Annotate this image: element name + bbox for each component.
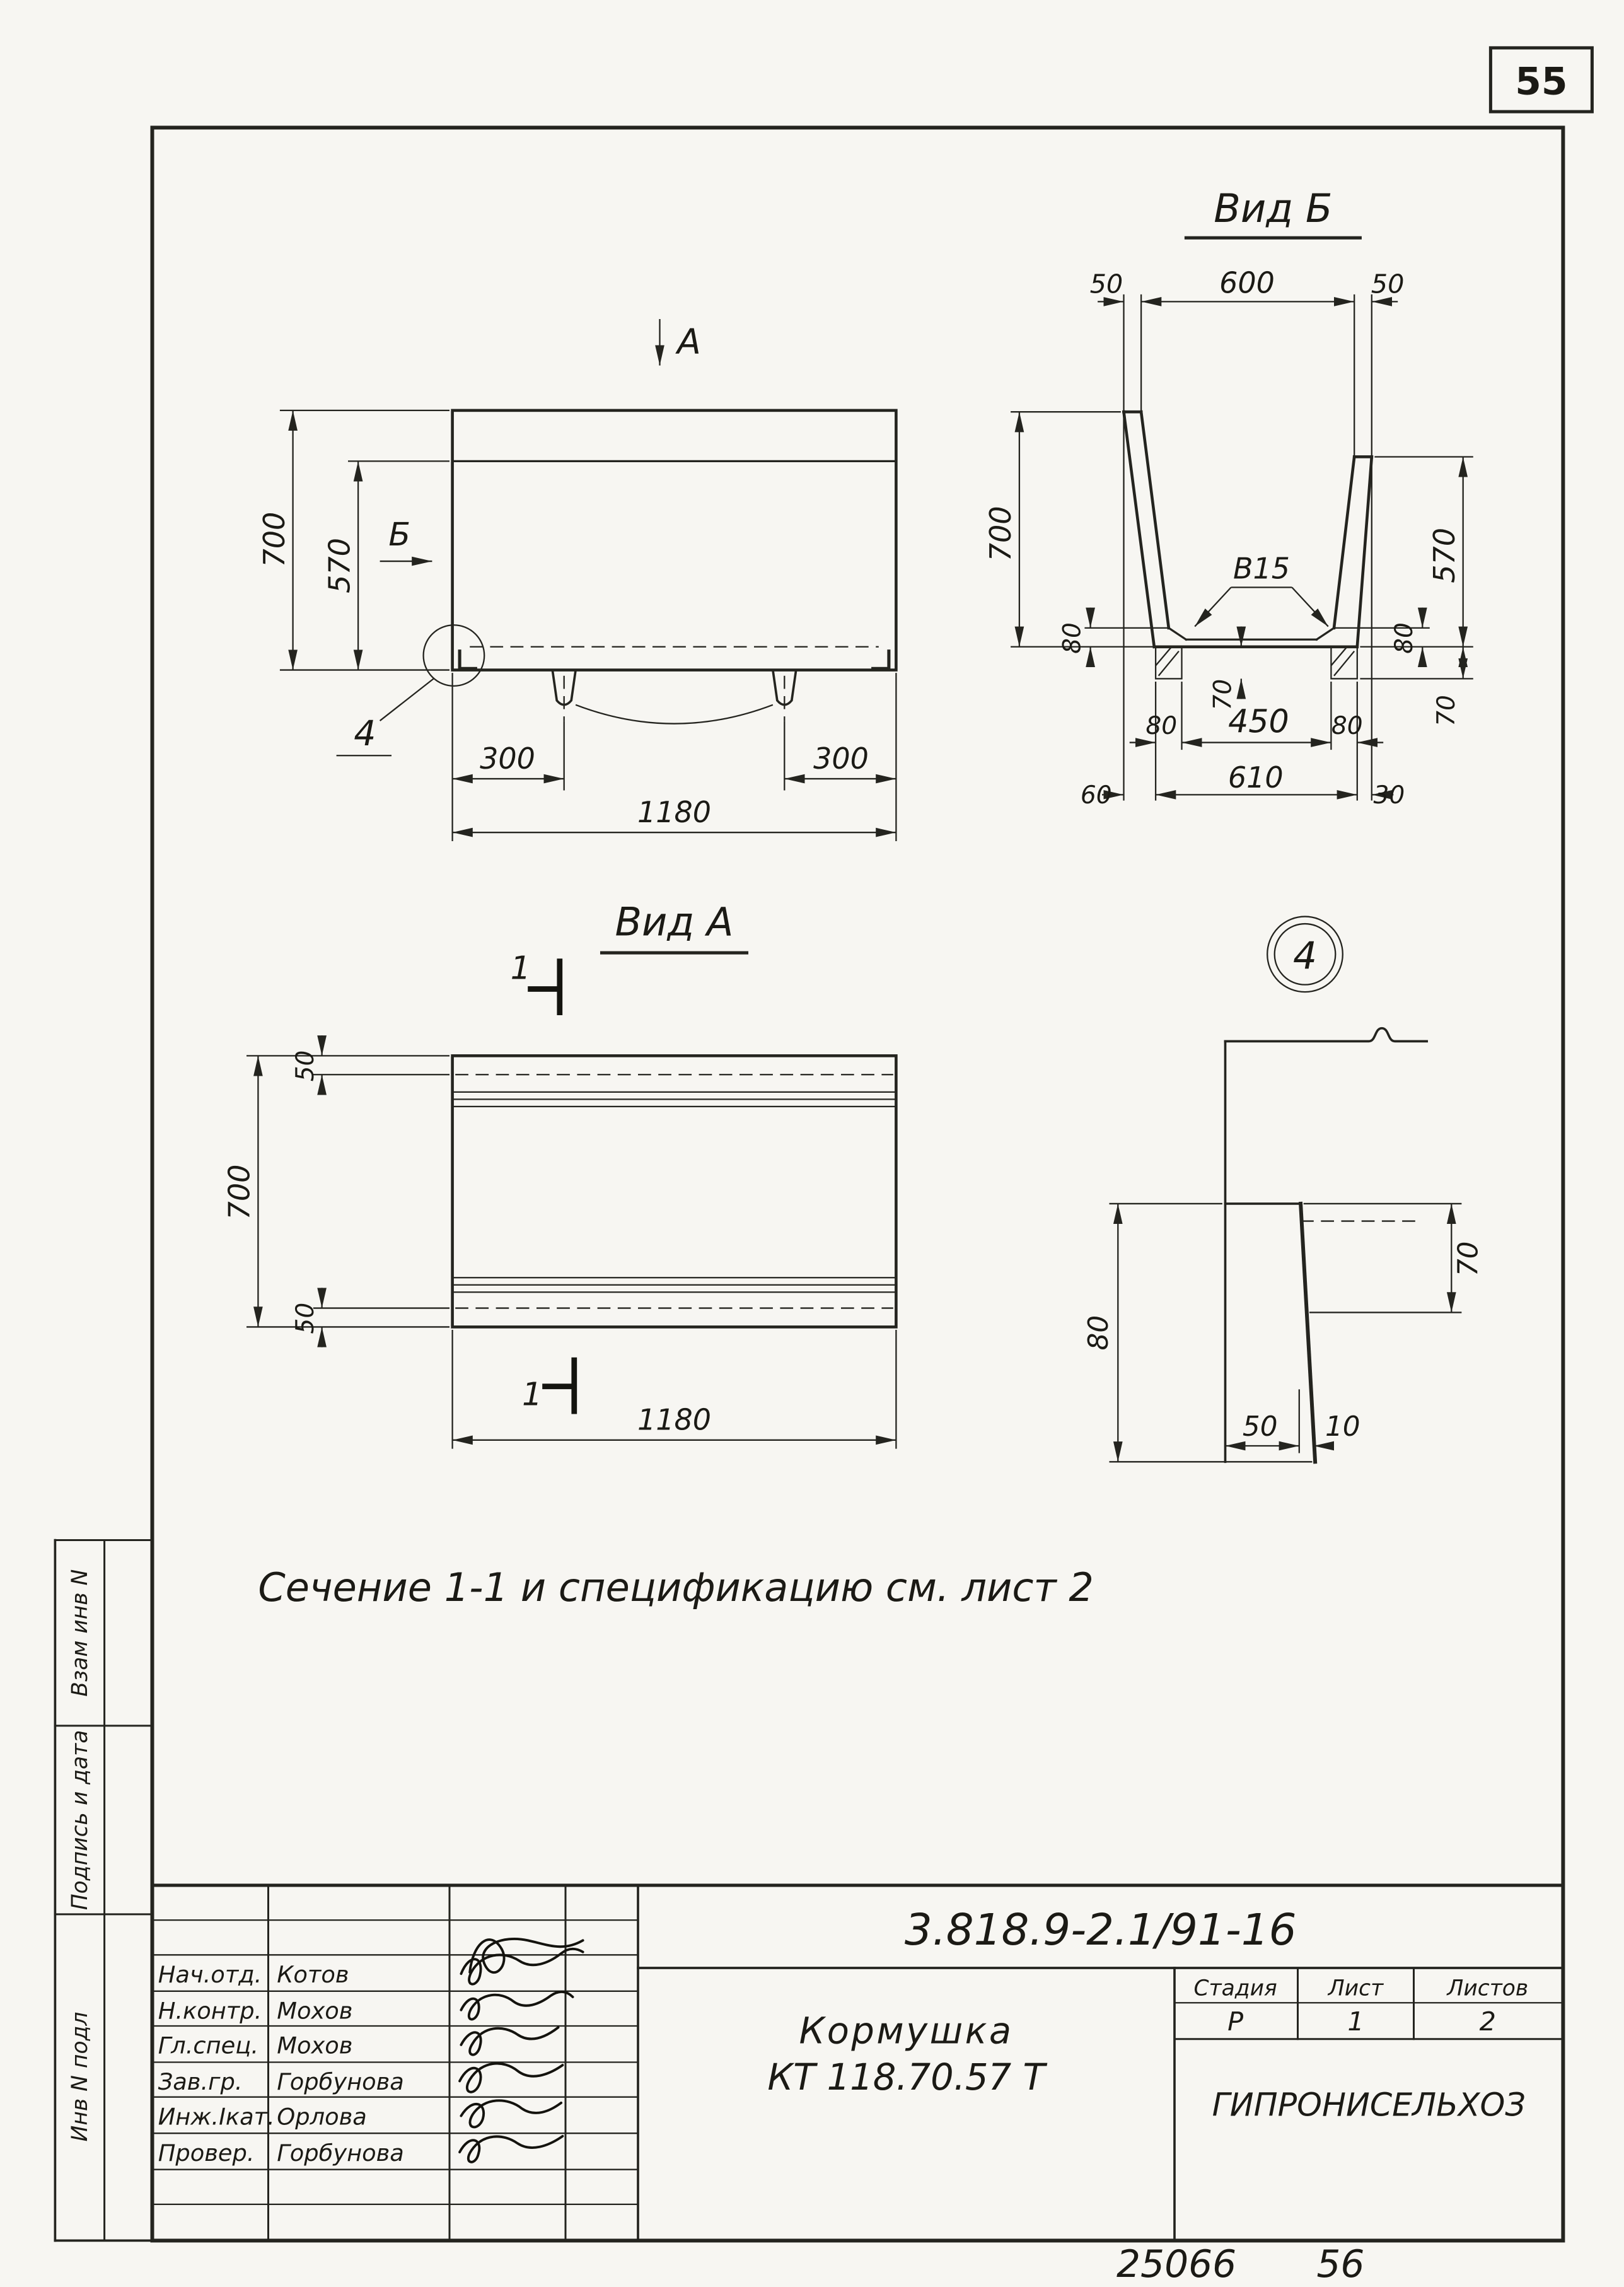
dim-450: 450 bbox=[1228, 702, 1289, 740]
signature-squiggle bbox=[458, 2134, 564, 2163]
document-number: 3.818.9-2.1/91-16 bbox=[905, 1905, 1297, 1955]
dim-700-a: 700 bbox=[223, 1165, 257, 1220]
name-5: Орлова bbox=[277, 2103, 367, 2130]
view-a-title: Вид А bbox=[615, 899, 733, 945]
detail-ref-label: 4 bbox=[354, 714, 376, 754]
role-2: Н.контр. bbox=[158, 1998, 262, 2025]
left-stamp-column: Взам инв N Подпись и дата Инв N подл bbox=[54, 1539, 154, 2242]
sag-line bbox=[575, 704, 774, 725]
name-2: Мохов bbox=[277, 1998, 352, 2025]
footer-code: 25066 bbox=[1116, 2243, 1236, 2286]
signature-squiggle bbox=[460, 2026, 560, 2056]
stage-value: Р bbox=[1227, 2006, 1243, 2037]
name-6: Горбунова bbox=[277, 2139, 404, 2167]
sheet-value: 1 bbox=[1347, 2006, 1364, 2037]
role-3: Гл.спец. bbox=[158, 2032, 258, 2059]
product-title-line1: Кормушка bbox=[799, 2010, 1013, 2052]
detail-4: 4 80 70 50 10 bbox=[1082, 916, 1485, 1464]
dim-1180: 1180 bbox=[637, 795, 711, 829]
sheet-header: Лист bbox=[1327, 1976, 1384, 2001]
detail-leader bbox=[379, 678, 434, 721]
detail-number: 4 bbox=[1293, 934, 1317, 978]
corner-foot-right bbox=[871, 649, 891, 670]
dim-70-center: 70 bbox=[1209, 679, 1238, 711]
product-title-line2: КТ 118.70.57 Т bbox=[767, 2056, 1047, 2098]
dim-50-top: 50 bbox=[291, 1050, 320, 1082]
dim-80-br: 80 bbox=[1331, 712, 1363, 740]
signature-squiggle bbox=[460, 1947, 584, 1986]
dim-50-right: 50 bbox=[1371, 269, 1405, 300]
detail-dim-50: 50 bbox=[1243, 1411, 1278, 1443]
sheet-frame: 55 25066 56 bbox=[150, 46, 1594, 2286]
dim-610: 610 bbox=[1228, 760, 1284, 794]
main-front-view: A Б 4 700 570 300 300 1180 bbox=[257, 318, 898, 841]
dim-570-b: 570 bbox=[1427, 528, 1461, 583]
corner-foot-left bbox=[458, 649, 477, 670]
signature-squiggle bbox=[458, 2062, 564, 2093]
signature-squiggle bbox=[460, 2099, 563, 2129]
detail-dim-80: 80 bbox=[1082, 1315, 1115, 1351]
name-3: Мохов bbox=[277, 2032, 352, 2059]
personnel-table: Нач.отд. Котов Н.контр. Мохов Гл.спец. М… bbox=[158, 1937, 584, 2167]
dim-1180-a: 1180 bbox=[637, 1403, 711, 1437]
signature-squiggle bbox=[460, 1991, 574, 2021]
dim-50-bottom: 50 bbox=[291, 1303, 320, 1334]
section-mark-bottom: 1 bbox=[522, 1376, 542, 1413]
section-leg-right bbox=[1330, 646, 1358, 680]
stage-header: Стадия bbox=[1193, 1976, 1277, 2001]
dim-30: 30 bbox=[1374, 781, 1405, 810]
role-5: Инж.Iкат. bbox=[158, 2103, 275, 2130]
stamp-vzam-inv: Взам инв N bbox=[67, 1569, 93, 1697]
role-1: Нач.отд. bbox=[158, 1961, 262, 1988]
organization-name: ГИПРОНИСЕЛЬХОЗ bbox=[1212, 2086, 1526, 2124]
role-6: Провер. bbox=[158, 2139, 255, 2167]
sheets-value: 2 bbox=[1480, 2006, 1496, 2037]
stamp-podpis-data: Подпись и дата bbox=[67, 1730, 93, 1911]
name-1: Котов bbox=[277, 1961, 349, 1988]
dim-600: 600 bbox=[1219, 266, 1275, 300]
dim-70-right: 70 bbox=[1432, 695, 1461, 726]
title-block: Нач.отд. Котов Н.контр. Мохов Гл.спец. М… bbox=[150, 1883, 1565, 2242]
detail-dim-10: 10 bbox=[1325, 1411, 1360, 1443]
dim-300-left: 300 bbox=[480, 742, 535, 776]
detail-top-edge bbox=[1224, 1027, 1429, 1043]
view-b-title: Вид Б bbox=[1214, 185, 1332, 231]
dim-50-left: 50 bbox=[1090, 269, 1123, 300]
view-b: Вид Б В15 50 600 50 bbox=[983, 185, 1473, 810]
view-a-direction-label: A bbox=[675, 322, 701, 363]
section-leg-left bbox=[1154, 646, 1183, 680]
name-4: Горбунова bbox=[277, 2068, 404, 2095]
detail-leg-edge bbox=[1298, 1201, 1318, 1464]
footer-page: 56 bbox=[1316, 2243, 1364, 2286]
dim-80-right: 80 bbox=[1390, 622, 1418, 654]
stamp-inv-podl: Инв N подл bbox=[67, 2012, 93, 2142]
dim-60: 60 bbox=[1081, 781, 1112, 810]
dim-300-right: 300 bbox=[813, 742, 869, 776]
note-text: Сечение 1-1 и спецификацию см. лист 2 bbox=[258, 1564, 1094, 1610]
dim-570: 570 bbox=[322, 538, 356, 593]
dim-80-left: 80 bbox=[1058, 622, 1086, 654]
detail-marker-circle bbox=[422, 624, 485, 687]
concrete-grade-label: В15 bbox=[1233, 552, 1290, 586]
dim-700: 700 bbox=[257, 512, 291, 567]
dim-80-bl: 80 bbox=[1146, 712, 1177, 740]
section-mark-top: 1 bbox=[511, 949, 531, 986]
signature-squiggle bbox=[468, 1937, 584, 1974]
page-number: 55 bbox=[1515, 60, 1567, 103]
view-b-direction-label: Б bbox=[388, 516, 410, 553]
detail-dim-70: 70 bbox=[1453, 1242, 1485, 1277]
dim-700-b: 700 bbox=[983, 506, 1018, 561]
role-4: Зав.гр. bbox=[158, 2068, 243, 2095]
sheets-header: Листов bbox=[1446, 1976, 1528, 2001]
view-a: Вид А 1 1 50 700 50 1180 bbox=[223, 899, 898, 1449]
